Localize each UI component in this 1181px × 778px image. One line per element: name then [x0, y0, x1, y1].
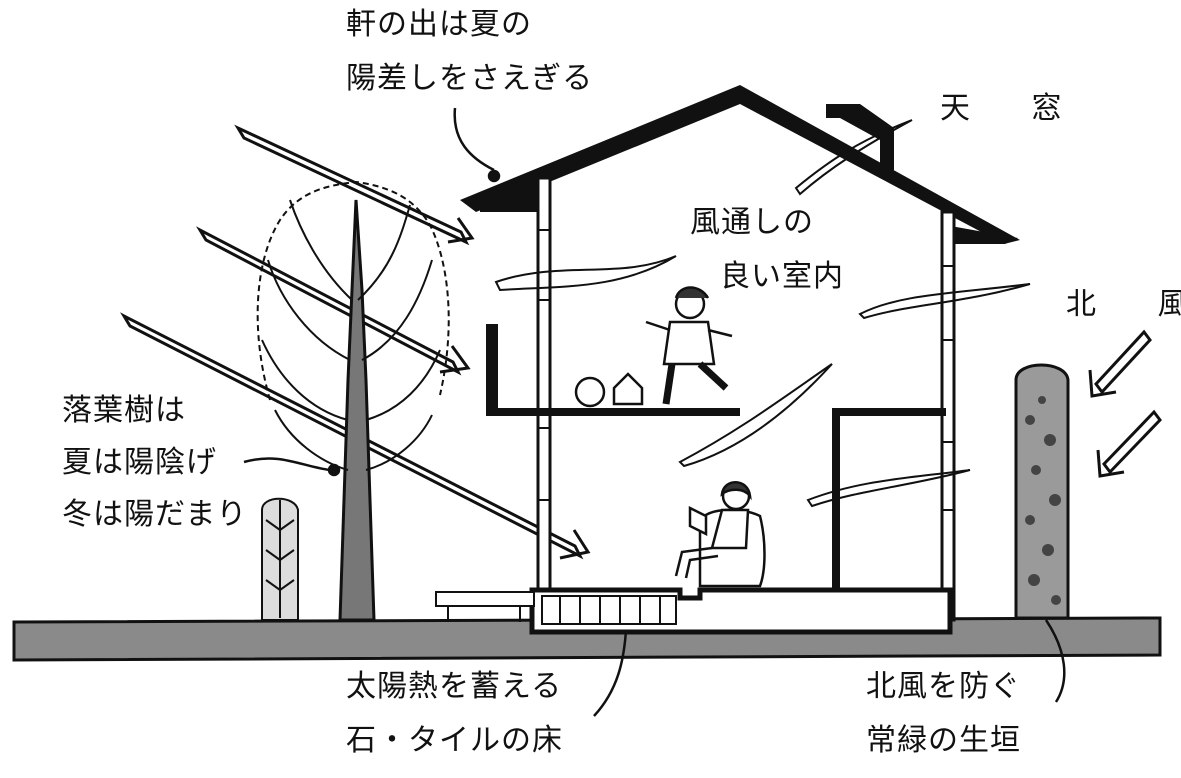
skylight-label: 天 窓: [940, 91, 1088, 126]
tree-branch-3: [267, 259, 351, 361]
tree-leader: [243, 457, 331, 472]
tree-branch-4: [361, 259, 433, 361]
tree-crown-outline: [256, 180, 450, 401]
window-right-lower: [942, 441, 954, 511]
book: [688, 505, 708, 537]
hedge-texture: [1025, 396, 1061, 605]
stone-tile-floor: [541, 595, 677, 625]
north-wind-arrow-lower: [1102, 409, 1162, 475]
north-wind-arrow-upper: [1094, 329, 1152, 395]
child-hair: [674, 286, 710, 299]
sun-ray-lower-head: [559, 529, 591, 560]
hedge-leader: [1044, 619, 1066, 703]
north-wind-arrow-lower-head: [1096, 449, 1125, 478]
hedge-label-line2: 常緑の生垣: [866, 723, 1021, 758]
wall-left: [536, 176, 552, 622]
tree-branch-1: [289, 199, 353, 301]
ventilation-label-line1: 風通しの: [690, 205, 814, 240]
sun-ray-arrows: [120, 124, 591, 560]
north-wind-arrow-upper-head: [1088, 369, 1117, 398]
ventilation-flows: [494, 119, 1031, 508]
tree-label-line3: 冬は陽だまり: [62, 497, 248, 532]
child-legs: [662, 361, 729, 405]
small-shrub-leaves: [265, 519, 295, 592]
evergreen-hedge: [1014, 363, 1070, 620]
tree-branch-8: [365, 414, 433, 471]
eaves-leader: [453, 107, 495, 172]
sun-ray-middle: [195, 226, 462, 376]
toy-ball: [574, 376, 606, 408]
child-arms: [645, 320, 733, 338]
tree-trunk: [338, 199, 376, 622]
airflow-2: [858, 283, 1031, 320]
woman-body: [710, 508, 750, 550]
eaves-label-line1: 軒の出は夏の: [346, 7, 532, 42]
child-figure: [645, 286, 733, 405]
sun-ray-middle-head: [439, 345, 471, 374]
leader-lines: [243, 107, 1066, 717]
tree-label-line2: 夏は陽陰げ: [62, 445, 217, 480]
window-right-upper: [942, 265, 954, 341]
small-shrub: [261, 497, 299, 621]
tree-label-line1: 落葉樹は: [62, 393, 186, 428]
airflow-3: [678, 363, 833, 468]
airflow-skylight: [794, 119, 913, 196]
ventilation-label-line2: 良い室内: [720, 259, 844, 294]
roof-eave-right: [945, 225, 1018, 244]
window-left-upper: [538, 229, 550, 301]
deciduous-tree: [256, 180, 450, 622]
eaves-leader-dot: [487, 169, 501, 183]
north-wind-arrows: [1088, 329, 1162, 478]
reading-woman: [674, 481, 766, 588]
hedge-body: [1014, 363, 1070, 620]
hedge-label-line1: 北風を防ぐ: [866, 669, 1021, 704]
sun-ray-upper-head: [447, 217, 475, 244]
upper-floor-right: [832, 408, 946, 590]
floor-leader: [593, 629, 628, 717]
north-wind-label: 北 風: [1066, 287, 1181, 322]
skylight-box: [826, 104, 894, 170]
roof-eave-left: [480, 170, 550, 212]
floor-label-line1: 太陽熱を蓄える: [346, 669, 563, 704]
eaves-label-line2: 陽差しをさえぎる: [346, 61, 594, 96]
child-body: [662, 320, 716, 366]
floor-label-line2: 石・タイルの床: [346, 723, 563, 758]
tree-branch-5: [261, 339, 349, 421]
woman-legs: [674, 546, 719, 579]
sun-ray-lower: [120, 312, 584, 560]
airflow-4: [806, 469, 971, 508]
tree-branch-2: [357, 204, 411, 301]
roof: [460, 85, 1020, 244]
tree-leader-dot: [327, 463, 341, 477]
woman-hair: [720, 481, 752, 501]
tree-branch-6: [365, 349, 441, 421]
airflow-1: [494, 255, 677, 292]
toy-house: [612, 372, 644, 406]
deck-bench: [435, 591, 535, 622]
window-left-lower: [538, 427, 550, 501]
house: [435, 85, 1031, 635]
sun-ray-upper: [234, 124, 470, 246]
